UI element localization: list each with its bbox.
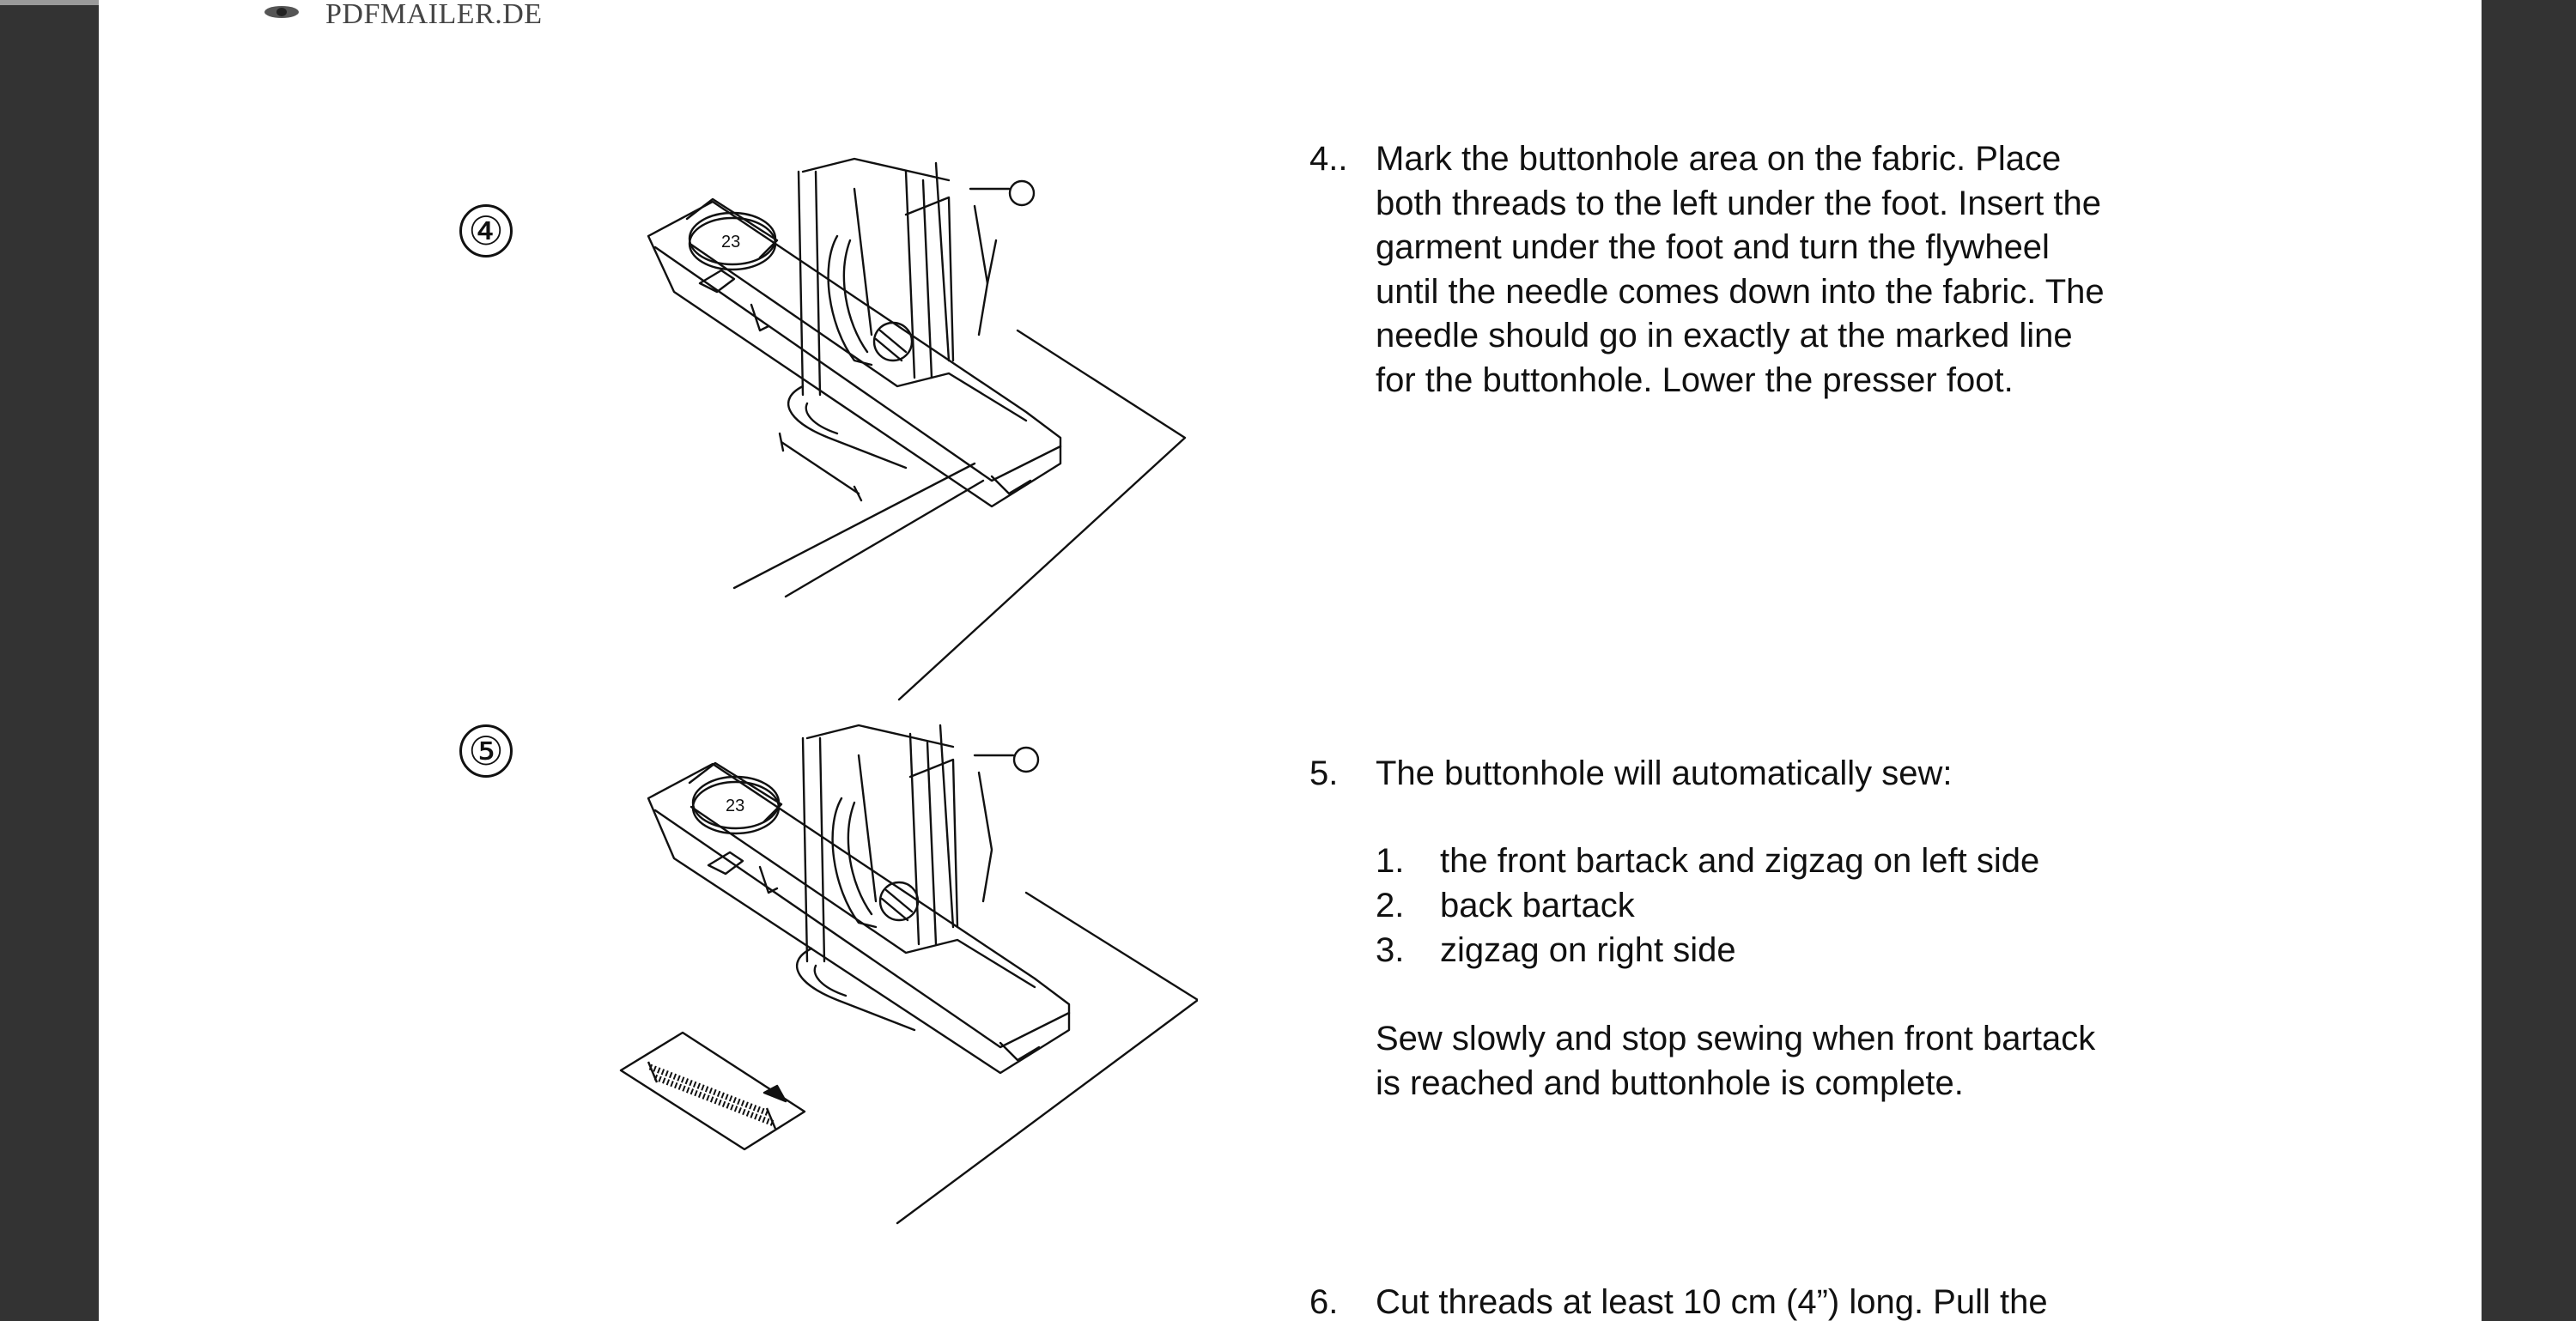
step-4-line: garment under the foot and turn the flyw… xyxy=(1376,228,2050,266)
step-6-number: 6. xyxy=(1309,1283,1339,1321)
step-4-line: needle should go in exactly at the marke… xyxy=(1376,317,2073,354)
step-5-subitem-number: 3. xyxy=(1376,931,1405,969)
step-4-line: both threads to the left under the foot.… xyxy=(1376,184,2101,222)
svg-text:23: 23 xyxy=(726,797,744,815)
step-5-intro: The buttonhole will automatically sew: xyxy=(1376,754,1953,792)
step-5-circle-label: ⑤ xyxy=(459,724,513,778)
step-5-note-line: Sew slowly and stop sewing when front ba… xyxy=(1376,1020,2096,1057)
document-page: PDFMAILER.DE ④ 23 xyxy=(99,0,2482,1321)
step-4-line: until the needle comes down into the fab… xyxy=(1376,272,2105,311)
brand-text: PDFMAILER.DE xyxy=(325,0,543,30)
step-5-subitem-text: zigzag on right side xyxy=(1440,931,1736,969)
step-4-number: 4.. xyxy=(1309,140,1348,178)
eye-logo-icon xyxy=(264,6,299,18)
step-4-circle-label: ④ xyxy=(459,204,513,258)
step-5-number: 5. xyxy=(1309,754,1339,792)
step-4-line: Mark the buttonhole area on the fabric. … xyxy=(1376,140,2062,178)
svg-text:23: 23 xyxy=(721,233,740,251)
step-6-text: Cut threads at least 10 cm (4”) long. Pu… xyxy=(1376,1283,2048,1321)
step-5-note-line: is reached and buttonhole is complete. xyxy=(1376,1063,1964,1102)
buttonhole-foot-illustration-step-5: 23 xyxy=(647,724,1198,1225)
step-4-line: for the buttonhole. Lower the presser fo… xyxy=(1376,361,2014,399)
buttonhole-foot-illustration-step-4: 23 xyxy=(647,157,1187,701)
step-5-subitem-text: the front bartack and zigzag on left sid… xyxy=(1440,842,2040,880)
viewer-right-margin xyxy=(2482,0,2576,1321)
step-5-note: Sew slowly and stop sewing when front ba… xyxy=(1376,1017,2095,1106)
step-5-subitem-number: 2. xyxy=(1376,887,1405,924)
step-4-text: Mark the buttonhole area on the fabric. … xyxy=(1376,137,2105,403)
step-5-subitem-text: back bartack xyxy=(1440,887,1635,924)
pdfmailer-watermark: PDFMAILER.DE xyxy=(262,0,543,30)
step-5-subitem-number: 1. xyxy=(1376,842,1405,880)
buttonhole-stitch-icon xyxy=(619,1031,806,1151)
